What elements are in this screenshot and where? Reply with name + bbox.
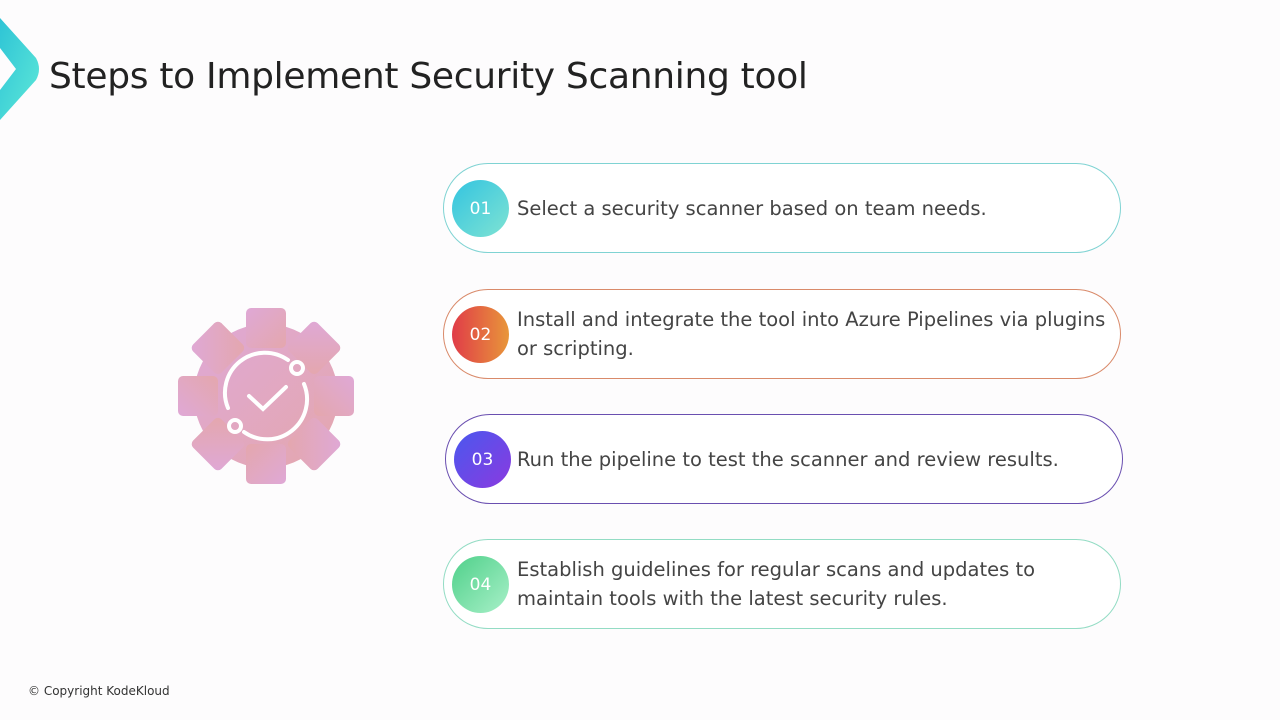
step-number-badge: 01 xyxy=(452,180,509,237)
step-2: 02 Install and integrate the tool into A… xyxy=(443,289,1121,379)
copyright: © Copyright KodeKloud xyxy=(28,684,170,698)
step-1: 01 Select a security scanner based on te… xyxy=(443,163,1121,253)
page-title: Steps to Implement Security Scanning too… xyxy=(49,56,808,97)
step-number-badge: 04 xyxy=(452,556,509,613)
step-number-badge: 02 xyxy=(452,306,509,363)
step-3: 03 Run the pipeline to test the scanner … xyxy=(445,414,1123,504)
step-4: 04 Establish guidelines for regular scan… xyxy=(443,539,1121,629)
step-text: Run the pipeline to test the scanner and… xyxy=(517,447,1059,471)
gear-check-icon xyxy=(178,308,354,484)
step-text: Select a security scanner based on team … xyxy=(517,196,987,220)
step-text: Install and integrate the tool into Azur… xyxy=(517,308,1106,360)
step-number-badge: 03 xyxy=(454,431,511,488)
step-text: Establish guidelines for regular scans a… xyxy=(517,558,1036,610)
brand-chevron-icon xyxy=(0,18,39,120)
